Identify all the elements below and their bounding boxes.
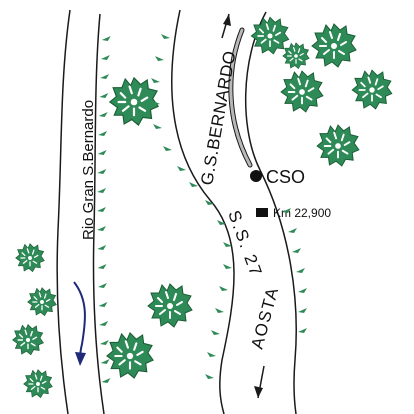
road-direction-arrow-icon <box>254 365 265 399</box>
embankment-tick-icon <box>99 340 109 345</box>
road-left-edge <box>171 9 235 414</box>
tree-icon <box>147 283 193 328</box>
km-label: Km 22,900 <box>273 206 331 220</box>
river-left-bank <box>56 9 71 414</box>
embankment-tick-icon <box>223 264 232 269</box>
embankment-tick-icon <box>97 264 107 269</box>
embankment-tick-icon <box>97 245 107 250</box>
embankment-tick-icon <box>189 182 198 187</box>
embankment-tick-icon <box>151 78 160 83</box>
tree-icon <box>27 287 57 317</box>
road-right-edge <box>245 11 297 414</box>
embankment-tick-icon <box>100 55 110 60</box>
pipeline-fill <box>229 28 252 167</box>
embankment-tick-icon <box>177 166 186 171</box>
embankment-tick-icon <box>97 207 107 212</box>
embankment-tick-icon <box>97 150 107 155</box>
embankment-tick-icon <box>219 286 228 291</box>
river-right-bank <box>92 13 105 414</box>
embankment-tick-icon <box>99 93 109 98</box>
tree-icon <box>351 69 393 110</box>
embankment-tick-icon <box>101 36 111 41</box>
embankment-tick-icon <box>211 330 220 335</box>
station-label: CSO <box>266 167 305 187</box>
embankment-tick-icon <box>298 308 307 313</box>
embankment-tick-icon <box>288 228 297 233</box>
embankment-tick-icon <box>296 268 305 273</box>
embankment-tick-icon <box>298 328 307 333</box>
road-direction-arrow-icon <box>221 13 231 39</box>
embankment-tick-icon <box>97 283 107 288</box>
tree-icon <box>280 70 324 113</box>
embankment-tick-icon <box>163 146 172 151</box>
embankment-tick-icon <box>161 34 170 39</box>
embankment-tick-icon <box>205 200 214 205</box>
embankment-tick-icon <box>97 169 107 174</box>
river-label: Rio Gran S.Bernardo <box>80 100 97 240</box>
tree-icon <box>23 369 53 399</box>
embankment-ticks <box>97 34 307 383</box>
embankment-tick-icon <box>97 188 107 193</box>
embankment-tick-icon <box>97 226 107 231</box>
tree-icon <box>316 124 360 167</box>
embankment-tick-icon <box>223 242 232 247</box>
embankment-tick-icon <box>98 302 108 307</box>
embankment-tick-icon <box>217 220 226 225</box>
km-marker <box>256 208 268 217</box>
embankment-tick-icon <box>205 374 214 379</box>
station-marker <box>250 170 262 182</box>
embankment-tick-icon <box>215 308 224 313</box>
embankment-tick-icon <box>282 208 291 213</box>
tree-icon <box>108 76 160 127</box>
tree-icon <box>11 323 45 356</box>
embankment-tick-icon <box>100 74 110 79</box>
embankment-tick-icon <box>151 100 160 105</box>
embankment-tick-icon <box>101 378 111 383</box>
embankment-tick-icon <box>99 321 109 326</box>
tree-icon <box>282 42 310 70</box>
embankment-tick-icon <box>153 124 162 129</box>
embankment-tick-icon <box>98 131 108 136</box>
tree-icon <box>311 23 357 68</box>
tree-icon <box>250 16 290 55</box>
river-flow-arrow-icon <box>73 281 86 366</box>
destination-label: AOSTA <box>248 284 283 351</box>
embankment-tick-icon <box>298 288 307 293</box>
embankment-tick-icon <box>292 248 301 253</box>
embankment-tick-icon <box>155 56 164 61</box>
tree-icon <box>15 243 45 273</box>
embankment-tick-icon <box>100 359 110 364</box>
embankment-tick-icon <box>207 352 216 357</box>
embankment-tick-icon <box>98 112 108 117</box>
tree-icon <box>105 331 155 380</box>
